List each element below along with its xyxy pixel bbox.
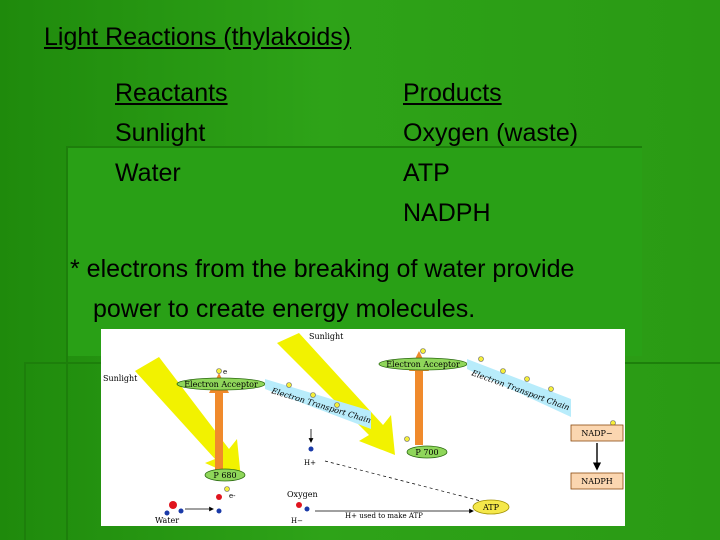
slide-title: Light Reactions (thylakoids) bbox=[44, 23, 352, 51]
electron-dot bbox=[310, 392, 316, 398]
electron-acceptor-label-1: Electron Acceptor bbox=[184, 380, 258, 389]
electron-label-e: e bbox=[223, 368, 227, 376]
h-minus-label: H− bbox=[291, 517, 303, 525]
h-plus-label: H+ bbox=[304, 459, 316, 467]
background-block bbox=[68, 146, 642, 356]
product-item: NADPH bbox=[403, 199, 491, 227]
reactant-item: Sunlight bbox=[115, 119, 206, 147]
electron-dot bbox=[548, 386, 554, 392]
water-molecule-blue bbox=[164, 510, 170, 516]
note-line-2: power to create energy molecules. bbox=[93, 295, 476, 323]
atp-label: ATP bbox=[482, 503, 500, 512]
etc-band-1 bbox=[265, 379, 371, 429]
oxygen-label: Oxygen bbox=[287, 490, 318, 499]
background-line bbox=[66, 146, 68, 540]
p700-oval bbox=[406, 445, 448, 459]
h-used-label: H+ used to make ATP bbox=[345, 512, 423, 520]
electron-minus-label: e- bbox=[229, 492, 236, 500]
electron-dot bbox=[334, 402, 340, 408]
nadp-label: NADP− bbox=[581, 429, 612, 438]
energy-arrow-right bbox=[409, 351, 429, 445]
note-line-1: * electrons from the breaking of water p… bbox=[70, 255, 575, 283]
reactant-item: Water bbox=[115, 159, 181, 187]
water-molecule-red bbox=[169, 501, 177, 509]
proton-dot bbox=[216, 508, 222, 514]
electron-dot bbox=[286, 382, 292, 388]
electron-dot bbox=[216, 368, 222, 374]
diagram-svg: Electron Acceptor Electron Acceptor Elec… bbox=[103, 332, 624, 525]
sunlight-label-top: Sunlight bbox=[309, 332, 344, 341]
electron-dot bbox=[478, 356, 484, 362]
sunlight-arrow-left bbox=[135, 357, 241, 479]
reactants-heading: Reactants bbox=[115, 79, 228, 107]
background-line bbox=[68, 146, 642, 148]
p680-label: P 680 bbox=[213, 471, 236, 480]
atp-oval bbox=[472, 499, 510, 515]
water-label: Water bbox=[155, 516, 179, 525]
electron-dot bbox=[524, 376, 530, 382]
proton-dot bbox=[308, 446, 314, 452]
electron-acceptor-label-2: Electron Acceptor bbox=[386, 360, 460, 369]
electron-dot bbox=[500, 368, 506, 374]
h-used-dashed-line bbox=[324, 460, 482, 502]
light-reaction-diagram: Electron Acceptor Electron Acceptor Elec… bbox=[101, 329, 625, 526]
electron-dot bbox=[224, 486, 230, 492]
proton-dot bbox=[304, 506, 310, 512]
nadp-box bbox=[570, 424, 624, 442]
water-molecule-blue bbox=[178, 508, 184, 514]
oxygen-dot bbox=[296, 502, 302, 508]
nadph-label: NADPH bbox=[581, 477, 613, 486]
product-item: Oxygen (waste) bbox=[403, 119, 579, 147]
energy-arrow-left bbox=[209, 373, 229, 470]
products-heading: Products bbox=[403, 79, 502, 107]
electron-dot bbox=[404, 436, 410, 442]
p680-oval bbox=[204, 468, 246, 482]
electron-dot bbox=[420, 348, 426, 354]
product-item: ATP bbox=[403, 159, 450, 187]
p700-label: P 700 bbox=[415, 448, 438, 457]
nadph-box bbox=[570, 472, 624, 490]
sunlight-label-left: Sunlight bbox=[103, 374, 138, 383]
oxygen-dot bbox=[216, 494, 222, 500]
etc-label-2: Electron Transport Chain bbox=[469, 368, 570, 412]
background-line bbox=[24, 362, 26, 540]
etc-band-2 bbox=[467, 359, 571, 417]
